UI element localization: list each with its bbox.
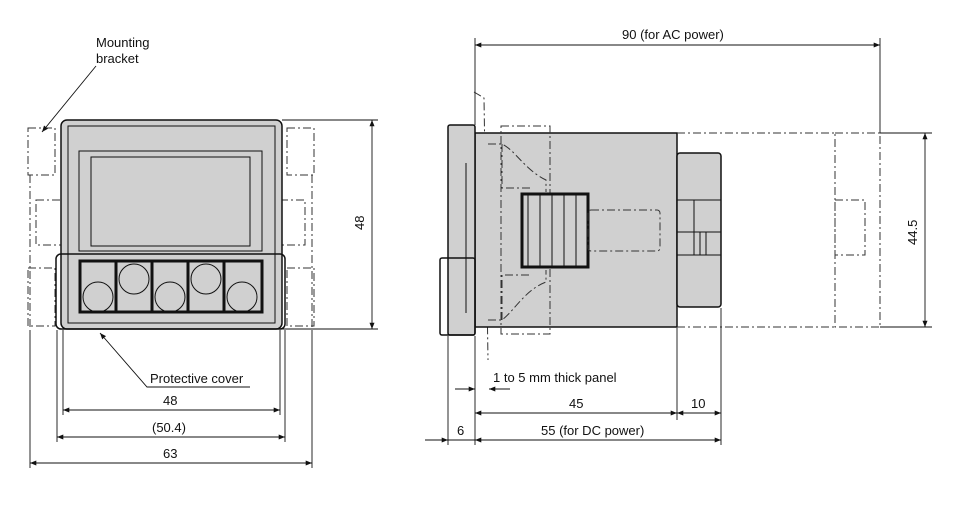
protective-cover-side <box>439 257 476 336</box>
side-view: 90 (for AC power) 44.5 1 to 5 mm thick p… <box>425 27 932 445</box>
key-3 <box>154 281 186 313</box>
leader-line <box>99 332 250 388</box>
panel-label: 1 to 5 mm thick panel <box>493 370 617 385</box>
key-2 <box>118 263 150 295</box>
key-4 <box>190 263 222 295</box>
terminal-dim-label: 10 <box>691 396 705 411</box>
display-window <box>78 150 263 252</box>
mounting-bracket-label-2: bracket <box>96 51 139 66</box>
ac-terminal-outline <box>834 132 881 328</box>
front-view: Mounting bracket Protective cover 48 48 … <box>27 35 378 468</box>
mounting-screw <box>520 192 590 269</box>
dc-length-dim-label: 55 (for DC power) <box>541 423 644 438</box>
front-bezel <box>447 124 476 336</box>
side-height-dim-label: 44.5 <box>905 220 920 245</box>
bezel-dim-label: 6 <box>457 423 464 438</box>
rear-terminal <box>676 152 722 308</box>
protective-cover-label: Protective cover <box>150 371 244 386</box>
body-depth-dim-label: 45 <box>569 396 583 411</box>
protective-cover <box>55 253 286 330</box>
cover-width-dim-label: (50.4) <box>152 420 186 435</box>
key-5 <box>226 281 258 313</box>
height-dim-label: 48 <box>352 216 367 230</box>
ac-length-dim-label: 90 (for AC power) <box>622 27 724 42</box>
display <box>90 156 251 247</box>
panel-outline <box>473 91 489 361</box>
width-dim-label: 48 <box>163 393 177 408</box>
mounting-bracket-label: Mounting <box>96 35 149 50</box>
key-1 <box>82 281 114 313</box>
button-panel <box>78 259 264 314</box>
leader-line <box>41 65 97 133</box>
bracket-width-dim-label: 63 <box>163 446 177 461</box>
mounting-bracket-left <box>27 127 62 330</box>
